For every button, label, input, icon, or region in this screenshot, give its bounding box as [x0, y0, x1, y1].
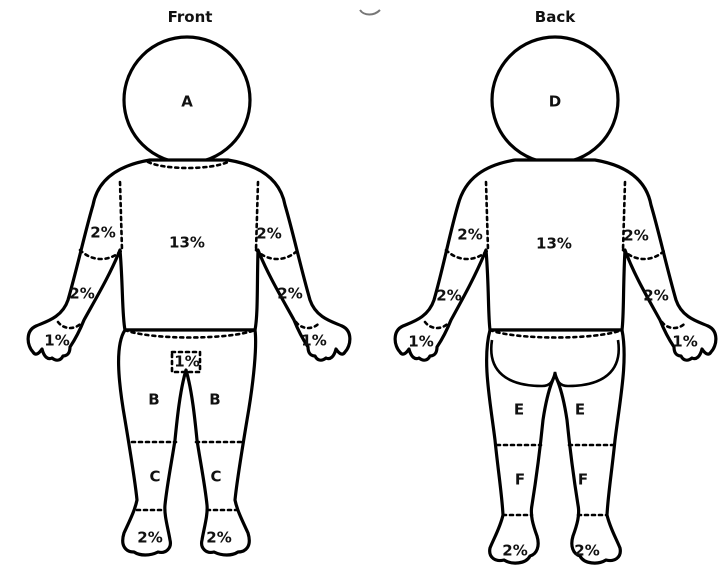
front-figure: Front A 13% 2% 2% 2% 2% 1% 1% 1% B B C	[28, 8, 350, 555]
back-foot-right-label: 2%	[502, 542, 527, 560]
back-hand-right-label: 1%	[408, 333, 433, 351]
back-upper-arm-right-label: 2%	[457, 226, 482, 244]
front-thigh-right-label: B	[148, 391, 159, 409]
back-thigh-left-label: E	[575, 401, 585, 419]
scan-mark	[360, 10, 380, 15]
back-legs	[487, 330, 625, 563]
front-foot-left-label: 2%	[206, 529, 231, 547]
front-head-label: A	[181, 93, 193, 111]
front-forearm-left-label: 2%	[277, 285, 302, 303]
front-hand-left-label: 1%	[301, 332, 326, 350]
back-title: Back	[535, 8, 576, 26]
back-foot-left-label: 2%	[574, 542, 599, 560]
back-figure: Back D 13% 2% 2% 2% 2% 1% 1% E E F F	[395, 8, 716, 563]
back-upper-arm-left-label: 2%	[623, 227, 648, 245]
back-thigh-right-label: E	[514, 401, 524, 419]
front-leg-right-label: C	[149, 468, 160, 486]
front-forearm-right-label: 2%	[69, 285, 94, 303]
back-forearm-left-label: 2%	[643, 287, 668, 305]
front-leg-left-label: C	[210, 468, 221, 486]
front-genitals-label: 1%	[174, 353, 199, 371]
back-leg-right-label: F	[515, 471, 525, 489]
front-trunk-label: 13%	[169, 234, 205, 252]
back-forearm-right-label: 2%	[436, 287, 461, 305]
back-hand-left-label: 1%	[672, 333, 697, 351]
back-head-label: D	[549, 93, 561, 111]
back-leg-left-label: F	[578, 471, 588, 489]
front-upper-arm-left-label: 2%	[256, 225, 281, 243]
front-upper-arm-right-label: 2%	[90, 224, 115, 242]
front-title: Front	[168, 8, 213, 26]
back-trunk-label: 13%	[536, 235, 572, 253]
front-foot-right-label: 2%	[137, 529, 162, 547]
front-thigh-left-label: B	[209, 391, 220, 409]
front-hand-right-label: 1%	[44, 332, 69, 350]
